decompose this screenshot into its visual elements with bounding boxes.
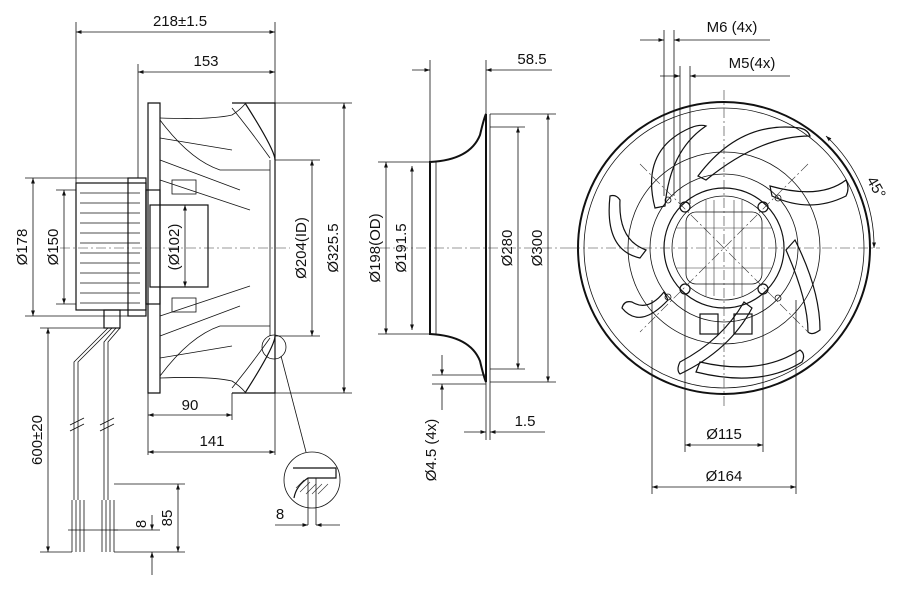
impeller [147, 102, 276, 394]
dim-length-153: 153 [193, 53, 218, 70]
dim-detail-8: 8 [276, 506, 284, 523]
detail-view [283, 451, 341, 525]
dim-dia-164: Ø164 [706, 468, 743, 485]
dim-thickness-15: 1.5 [515, 413, 536, 430]
dim-length-90: 90 [182, 397, 199, 414]
dim-dia-300: Ø300 [529, 230, 546, 267]
dim-strip-8: 8 [133, 520, 150, 528]
dim-dia-191: Ø191.5 [393, 223, 410, 272]
motor-hub [664, 194, 782, 335]
side-dimension-lines [25, 22, 352, 575]
dim-dia-280: Ø280 [499, 230, 516, 267]
dim-strip-85: 85 [159, 510, 176, 527]
dim-overall-length: 218±1.5 [153, 13, 207, 30]
detail-marker-circle [261, 334, 287, 360]
dim-dia-102: (Ø102) [166, 224, 183, 271]
motor-body [75, 177, 209, 329]
dim-dia-150: Ø150 [45, 229, 62, 266]
inlet-ring-view: 58.5 Ø198(OD) Ø191.5 Ø280 Ø300 Ø4.5 (4x)… [367, 51, 570, 481]
front-view: M6 (4x) M5(4x) 45° Ø115 Ø164 [570, 19, 889, 494]
dim-depth-58: 58.5 [517, 51, 546, 68]
dim-dia-204: Ø204(ID) [293, 217, 310, 279]
front-dimension-lines [640, 30, 877, 494]
dim-dia-178: Ø178 [14, 229, 31, 266]
dim-dia-198: Ø198(OD) [367, 213, 384, 282]
dim-thread-m6: M6 (4x) [707, 19, 758, 36]
impeller-blades [608, 124, 849, 379]
dim-cable-600: 600±20 [29, 415, 46, 465]
dim-dia-115: Ø115 [706, 426, 742, 443]
dim-angle-45: 45° [863, 174, 889, 202]
side-view: 218±1.5 153 Ø178 Ø150 (Ø102) Ø204(ID) Ø3… [14, 13, 352, 575]
cables [68, 327, 121, 552]
inlet-dimension-lines [378, 60, 556, 440]
dim-thread-m5: M5(4x) [729, 55, 776, 72]
dim-length-141: 141 [199, 433, 224, 450]
dim-dia-325: Ø325.5 [325, 223, 342, 272]
dim-hole-45: Ø4.5 (4x) [423, 419, 440, 482]
